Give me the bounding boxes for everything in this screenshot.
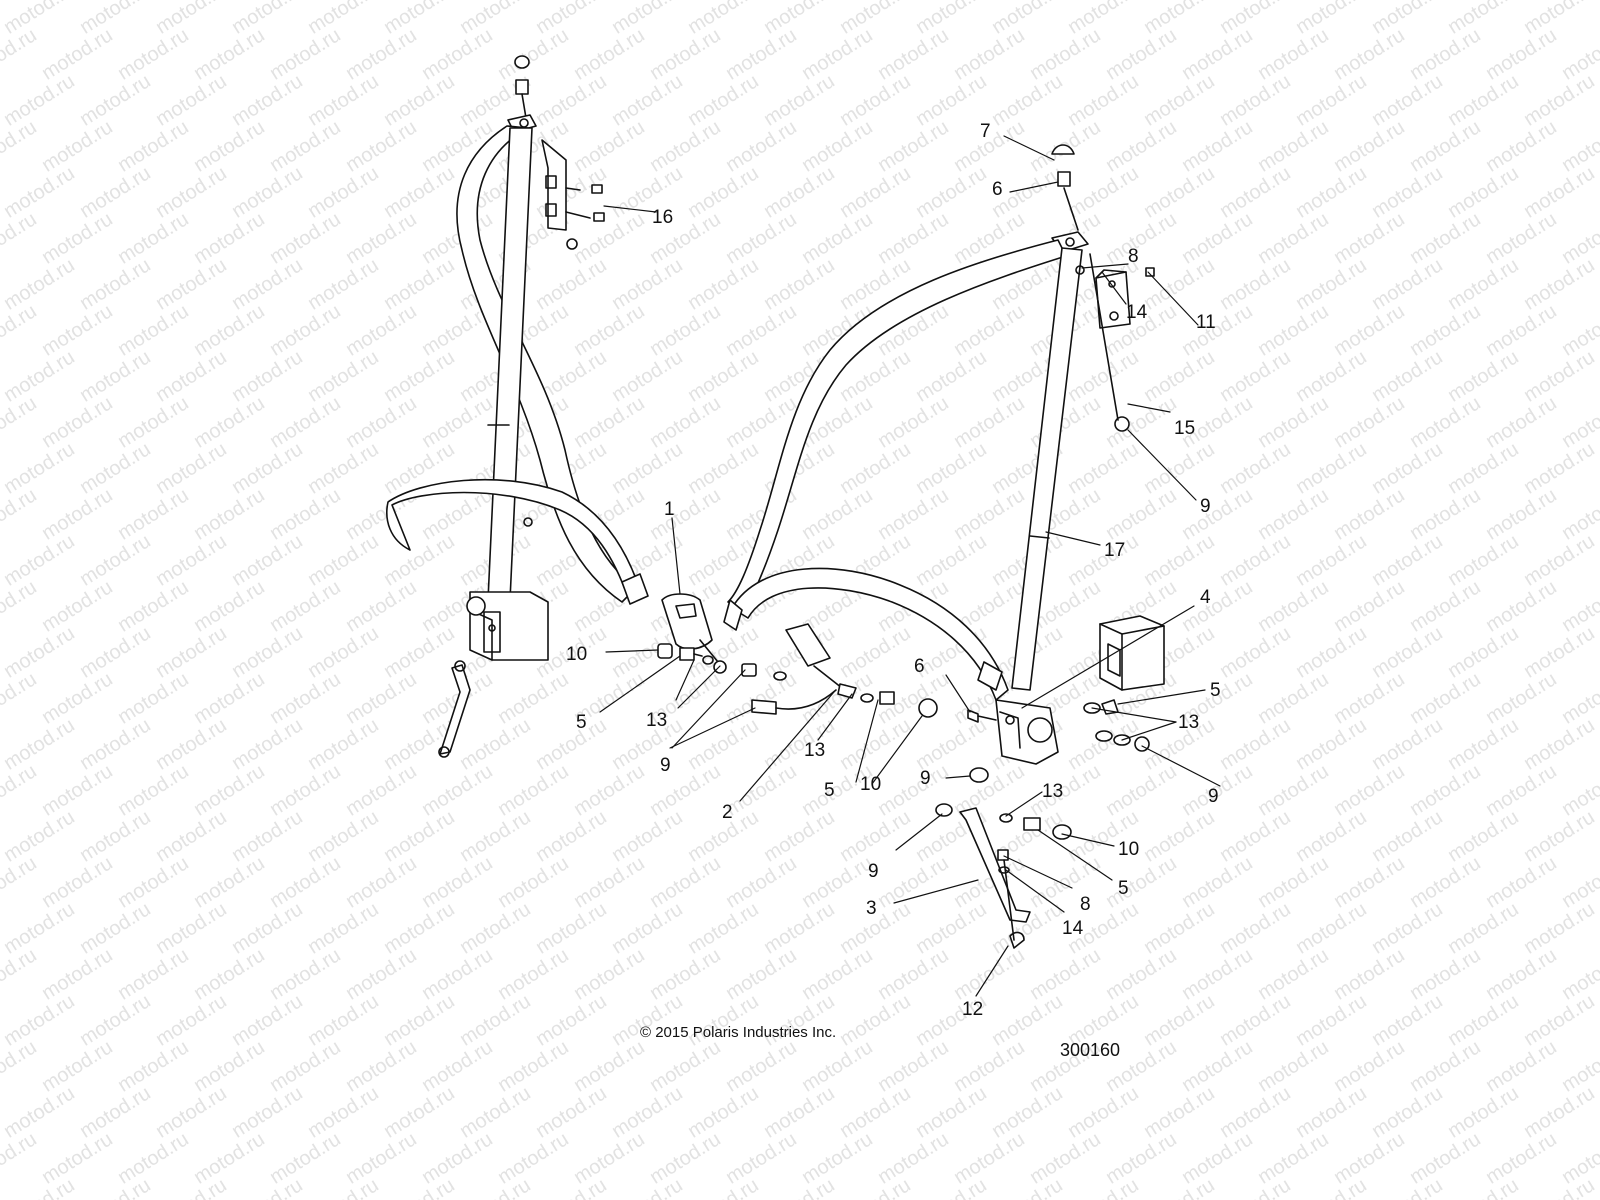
buckle-harness (751, 699, 777, 715)
callout-9b: 9 (868, 861, 879, 882)
callout-10b: 10 (860, 774, 881, 795)
callout-13c: 13 (1042, 781, 1063, 802)
left-upper-bracket (541, 139, 605, 250)
callout-1: 1 (664, 499, 675, 520)
callout-9d: 9 (920, 768, 931, 789)
callout-9c: 9 (1208, 786, 1219, 807)
right-lower-hardware (967, 699, 1150, 783)
callout-14a: 14 (1126, 302, 1148, 323)
callout-6b: 6 (992, 179, 1003, 200)
drawing-number: 300160 (1060, 1040, 1120, 1060)
callout-11: 11 (1196, 312, 1216, 333)
left-retractor (466, 591, 549, 661)
right-upper-bracket (1075, 253, 1155, 432)
copyright-notice: © 2015 Polaris Industries Inc. (640, 1024, 836, 1041)
callout-5c: 5 (1118, 878, 1129, 899)
callout-9a: 9 (660, 755, 671, 776)
right-lap-webbing (731, 567, 1009, 701)
callout-2: 2 (722, 802, 733, 823)
callout-16: 16 (652, 207, 673, 228)
left-latch-tongue (621, 573, 649, 605)
callout-13d: 13 (1178, 712, 1199, 733)
left-lap-webbing (386, 478, 641, 599)
callout-10c: 10 (1118, 839, 1139, 860)
callout-5b: 5 (1210, 680, 1221, 701)
callout-8a: 8 (1128, 246, 1139, 267)
callout-3: 3 (866, 898, 877, 919)
callout-labels: 1 2 3 4 5 5 5 5 6 6 7 8 8 9 9 9 9 9 10 1… (566, 121, 1221, 1020)
callout-10a: 10 (566, 644, 587, 665)
callout-7: 7 (980, 121, 991, 142)
retractor-cover (1099, 615, 1165, 691)
right-lower-bracket (935, 803, 1072, 949)
buckle-2 (785, 623, 831, 667)
callout-5a: 5 (576, 712, 587, 733)
callout-6a: 6 (914, 656, 925, 677)
leader-lines (599, 135, 1221, 997)
callout-4: 4 (1200, 587, 1211, 608)
center-left-hardware (657, 643, 938, 718)
buckle-assembly (661, 593, 857, 715)
callout-9e: 9 (1200, 496, 1211, 517)
right-retractor (995, 699, 1059, 765)
right-shoulder-webbing (727, 239, 1067, 613)
left-shoulder-webbing (456, 125, 637, 603)
left-top-anchor (507, 55, 537, 133)
callout-5d: 5 (824, 780, 835, 801)
callout-13b: 13 (804, 740, 825, 761)
callout-13a: 13 (646, 710, 667, 731)
right-top-cap (1051, 144, 1075, 155)
left-belt-assembly (386, 55, 649, 758)
right-vertical-strap (1011, 247, 1083, 691)
callout-15: 15 (1174, 418, 1195, 439)
callout-14b: 14 (1062, 918, 1084, 939)
callout-12: 12 (962, 999, 983, 1020)
callout-8b: 8 (1080, 894, 1091, 915)
callout-17: 17 (1104, 540, 1125, 561)
left-lower-bracket (439, 664, 471, 755)
right-belt-assembly (723, 144, 1165, 949)
buckle-1 (661, 593, 713, 650)
